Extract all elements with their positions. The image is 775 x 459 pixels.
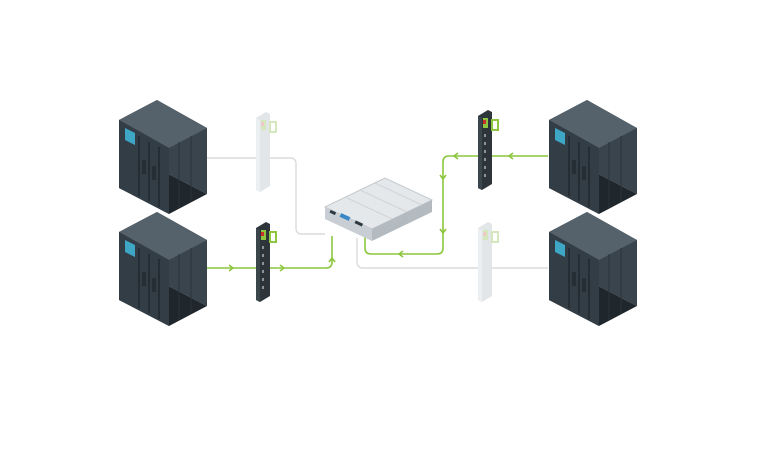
inactive-connections [205,157,548,269]
ups-cabinet-bottom-left [118,211,208,327]
pdu-bottom-right [477,221,499,303]
ups-cabinet-bottom-right [548,211,638,327]
ups-cabinet-top-right [548,99,638,215]
line-bottom-right [356,238,548,269]
pdu-top-left [255,111,277,193]
line-top-right [364,155,548,255]
pdu-bottom-left [255,221,277,303]
pdu-top-right [477,109,499,191]
line-bottom-left [206,236,333,269]
ups-cabinet-top-left [118,99,208,215]
transfer-switch-icon [323,177,434,241]
line-top-left [205,157,325,235]
active-connections [206,155,548,269]
